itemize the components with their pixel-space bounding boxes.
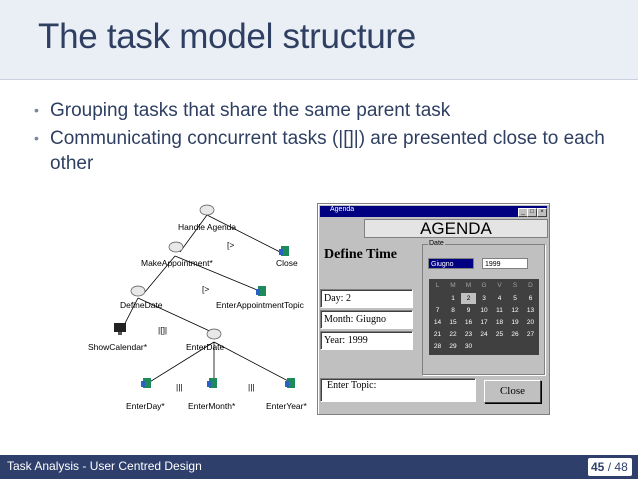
bullet-dot-icon: • <box>34 102 39 118</box>
calendar-day[interactable]: 22 <box>449 331 457 338</box>
calendar-day[interactable]: 19 <box>511 319 519 326</box>
tree-node-enter-year: EnterYear* <box>266 401 307 411</box>
calendar-day[interactable]: 21 <box>433 331 442 338</box>
calendar-day[interactable]: 23 <box>464 331 473 338</box>
year-spinner[interactable]: 1999 <box>482 258 528 269</box>
tree-node-enter-date: EnterDate <box>186 342 225 352</box>
calendar-day[interactable]: 24 <box>480 331 488 338</box>
month-select[interactable]: Giugno <box>428 258 474 269</box>
task-tree-lines <box>114 204 295 388</box>
bullet-list: • Grouping tasks that share the same par… <box>32 98 622 179</box>
bullet-text: Communicating concurrent tasks (|[]|) ar… <box>50 128 605 174</box>
calendar-day[interactable]: 7 <box>435 307 440 314</box>
calendar-day[interactable]: 17 <box>480 319 488 326</box>
tree-node-enter-day: EnterDay* <box>126 401 165 411</box>
title-band <box>0 0 638 80</box>
calendar-weekday: S <box>512 282 518 289</box>
bullet-dot-icon: • <box>34 130 39 146</box>
calendar-day[interactable]: 30 <box>464 343 473 350</box>
tree-node-show-calendar: ShowCalendar* <box>88 342 148 352</box>
date-group-label: Date <box>428 240 445 247</box>
total-pages: 48 <box>614 460 628 474</box>
calendar-weekday: G <box>481 282 487 289</box>
calendar-weekday: M <box>465 282 472 289</box>
calendar-day[interactable]: 26 <box>511 331 519 338</box>
maximize-icon[interactable]: □ <box>527 208 537 217</box>
tree-operator: ||| <box>248 382 255 392</box>
calendar-day[interactable]: 14 <box>433 319 442 326</box>
bullet-text: Grouping tasks that share the same paren… <box>50 100 451 121</box>
date-group <box>422 244 545 375</box>
calendar-weekday: V <box>497 282 502 289</box>
bullet-item: • Communicating concurrent tasks (|[]|) … <box>32 126 622 176</box>
page-number-box: 45 / 48 <box>588 458 632 476</box>
close-icon[interactable]: × <box>537 208 547 217</box>
footer-text: Task Analysis - User Centred Design <box>7 459 202 473</box>
calendar-day[interactable]: 4 <box>497 295 502 302</box>
day-field[interactable]: Day: 2 <box>320 289 413 308</box>
close-button[interactable]: Close <box>484 380 541 403</box>
calendar-day[interactable]: 20 <box>526 319 535 326</box>
year-field[interactable]: Year: 1999 <box>320 331 413 350</box>
page-separator: / <box>607 460 612 474</box>
tree-operator: [> <box>202 284 210 294</box>
calendar-day[interactable]: 28 <box>433 343 442 350</box>
slide-title: The task model structure <box>38 17 416 56</box>
tree-node-enter-month: EnterMonth* <box>188 401 236 411</box>
bullet-item: • Grouping tasks that share the same par… <box>32 98 622 123</box>
calendar-day[interactable]: 13 <box>526 307 535 314</box>
calendar-weekday: L <box>435 282 440 289</box>
calendar-day[interactable]: 9 <box>466 307 471 314</box>
calendar-day[interactable]: 25 <box>495 331 504 338</box>
calendar-day[interactable]: 10 <box>480 307 488 314</box>
current-page: 45 <box>591 460 605 474</box>
tree-node-make-appointment: MakeAppointment* <box>141 258 213 268</box>
calendar-weekday: M <box>450 282 456 289</box>
calendar-day[interactable]: 12 <box>511 307 519 314</box>
tree-node-define-date: DefineDate <box>120 300 163 310</box>
calendar-day[interactable]: 5 <box>513 295 517 302</box>
calendar-day[interactable]: 29 <box>449 343 457 350</box>
tree-operator: |[]| <box>158 325 168 335</box>
tree-node-close: Close <box>276 258 298 268</box>
calendar-day[interactable]: 15 <box>449 319 457 326</box>
tree-operator: [> <box>227 240 235 250</box>
calendar-day[interactable]: 1 <box>451 295 455 302</box>
tree-node-enter-topic: EnterAppointmentTopic <box>216 300 304 310</box>
tree-node-handle-agenda: Handle Agenda <box>178 222 237 232</box>
calendar-day[interactable]: 11 <box>496 307 503 314</box>
topic-field[interactable]: Enter Topic: <box>320 378 476 402</box>
calendar-day[interactable]: 27 <box>526 331 535 338</box>
calendar-day[interactable]: 3 <box>482 295 486 302</box>
footer-bar: Task Analysis - User Centred Design <box>0 455 638 479</box>
window-title-bar: Agenda _ □ × <box>320 206 547 217</box>
calendar-day[interactable]: 6 <box>528 295 533 302</box>
agenda-banner: AGENDA <box>364 219 548 238</box>
tree-operator: ||| <box>176 382 183 392</box>
calendar-day[interactable]: 16 <box>464 319 473 326</box>
page-number: 45 / 48 <box>591 460 628 474</box>
calendar-day[interactable]: 2 <box>461 293 476 304</box>
calendar-day[interactable]: 18 <box>495 319 504 326</box>
month-field[interactable]: Month: Giugno <box>320 310 413 329</box>
task-tree-diagram: Handle Agenda [> MakeAppointment* Close … <box>80 200 320 420</box>
window-title: Agenda <box>330 206 355 213</box>
calendar-day[interactable]: 8 <box>451 307 455 314</box>
define-time-label: Define Time <box>324 247 397 262</box>
calendar-weekday: D <box>528 282 533 289</box>
